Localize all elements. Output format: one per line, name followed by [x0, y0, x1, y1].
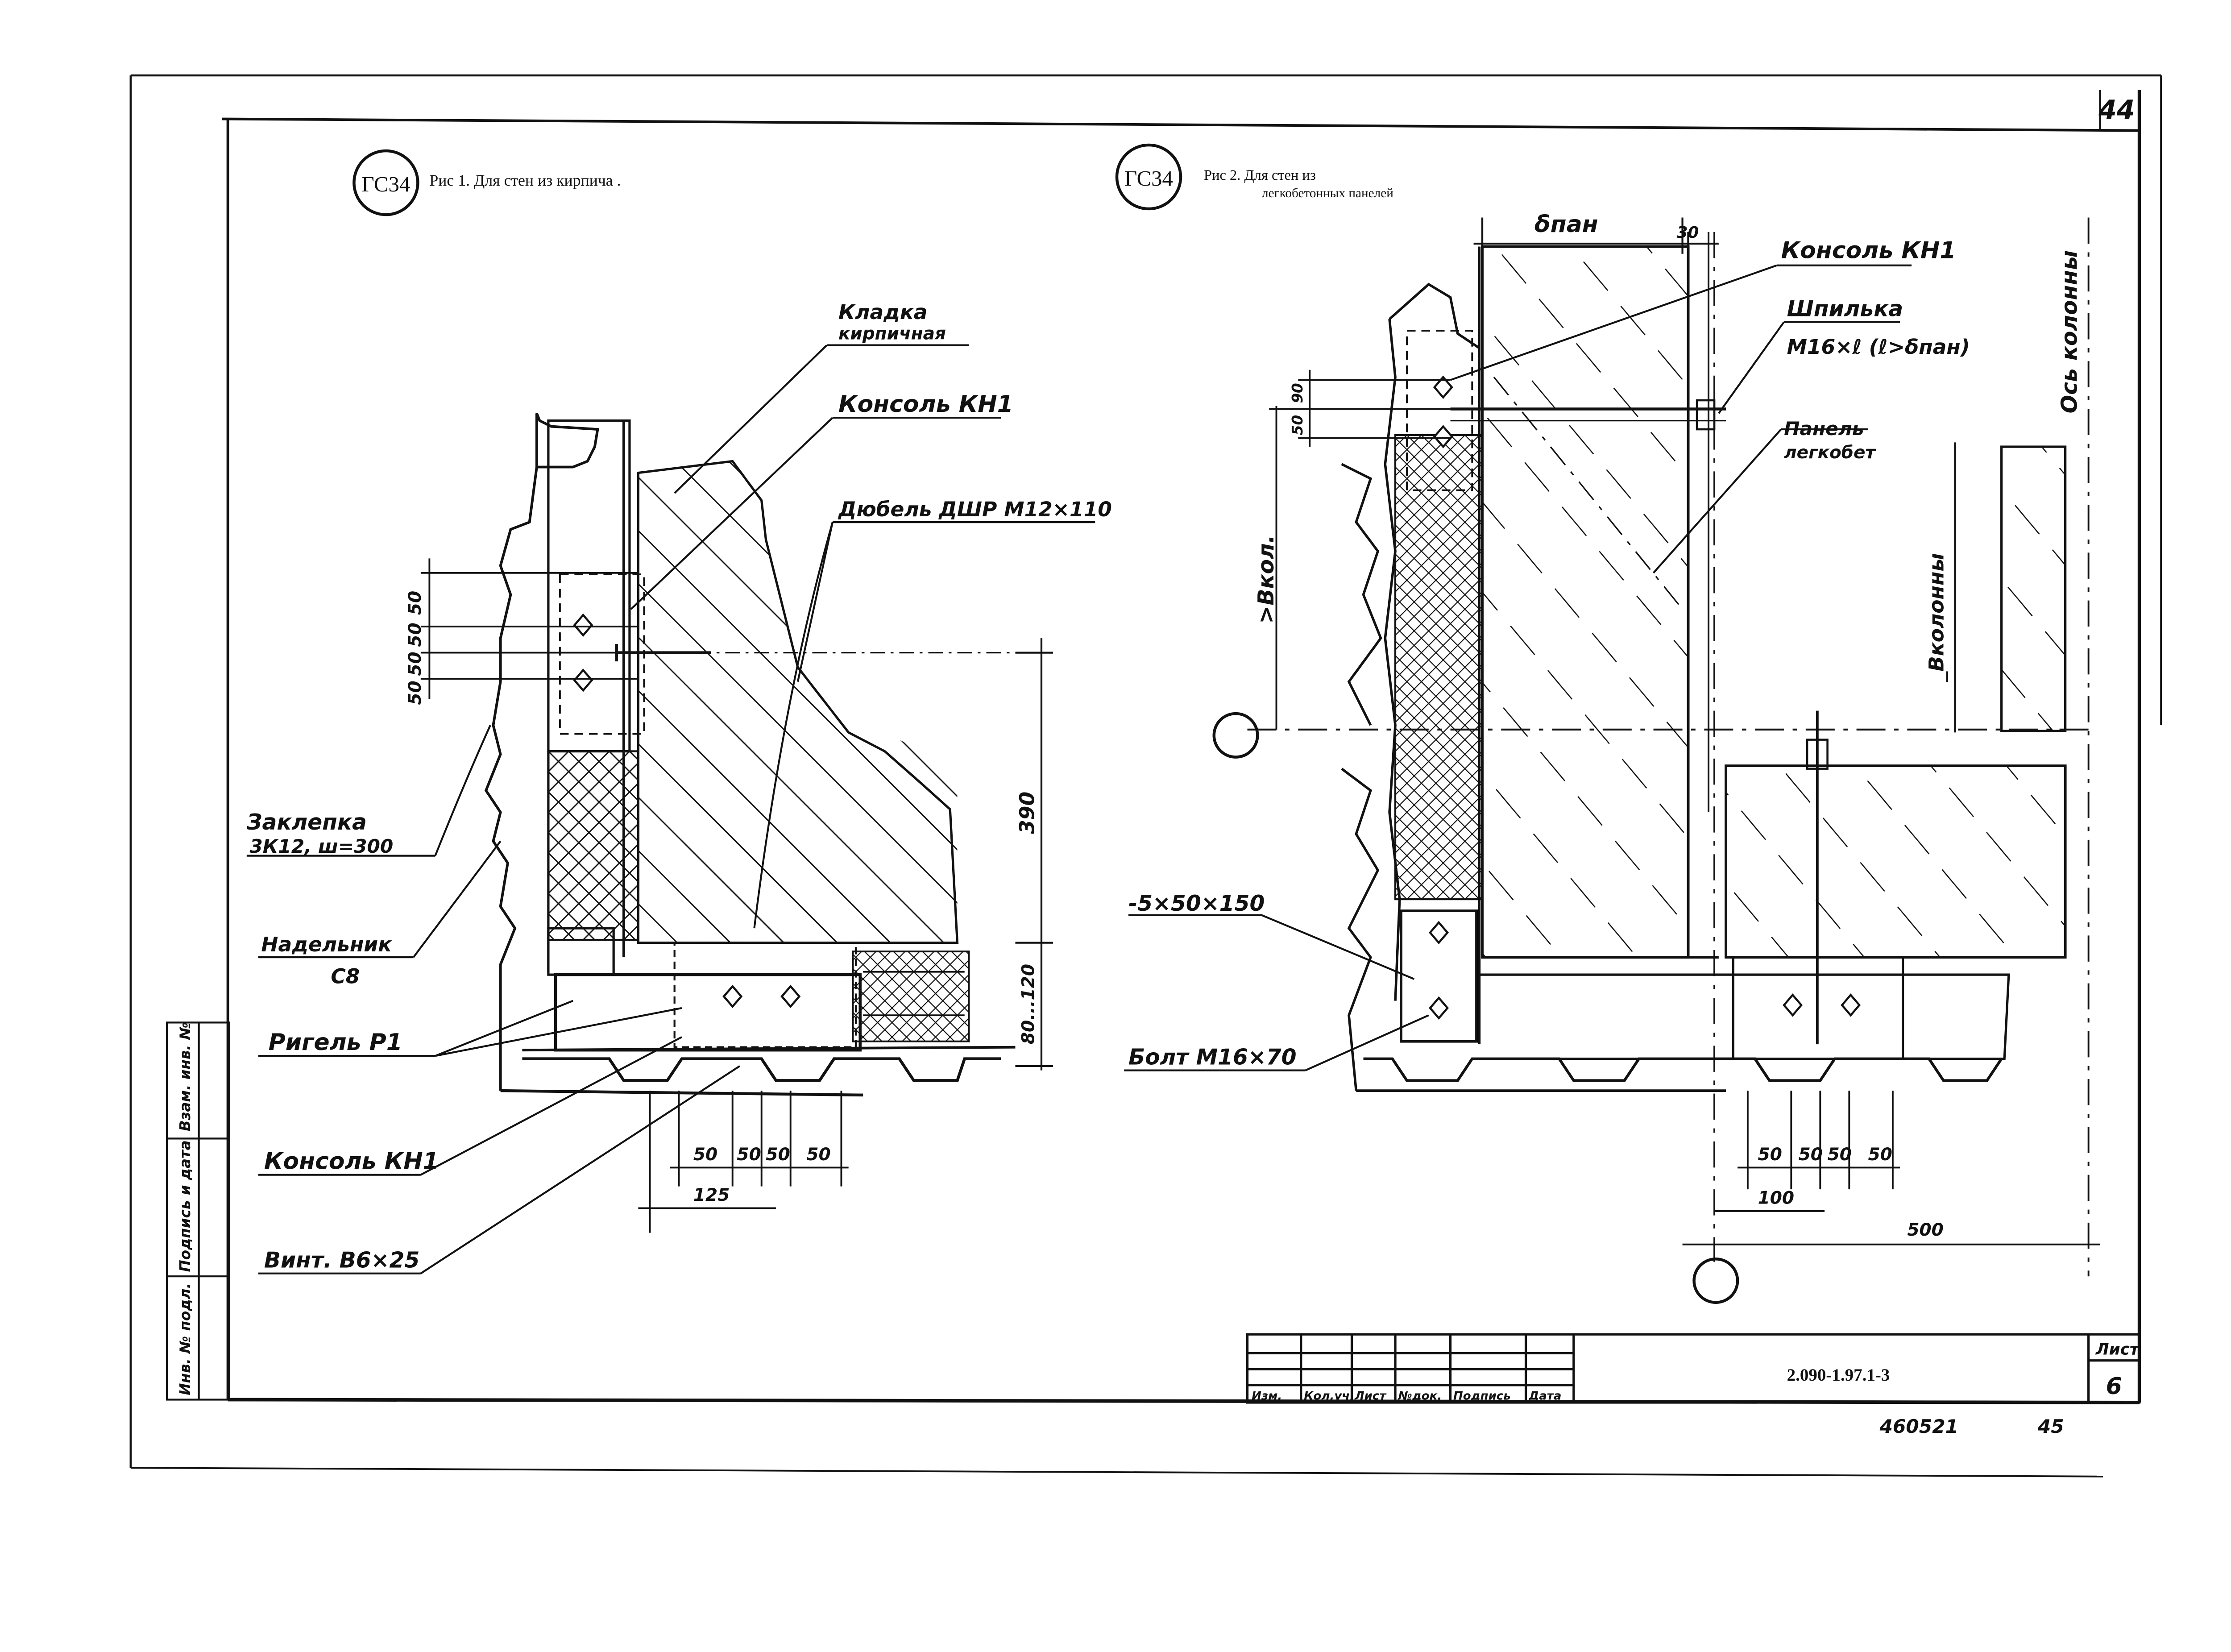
tb-col-izm: Изм.: [1252, 1389, 1282, 1403]
sheet-frame: [129, 74, 2162, 1478]
tb-col-sign: Подпись: [1453, 1389, 1511, 1403]
fig2-dim-bottom: [1682, 1091, 2100, 1245]
fig2-label-panel-2: легкобет: [1784, 443, 1876, 463]
fig1-dim-50-c: 50: [405, 652, 425, 676]
fig1-bottom-50-c: 50: [766, 1145, 790, 1165]
fig2-dim-50: 50: [1289, 415, 1306, 435]
fig1-bottom-125: 125: [693, 1185, 730, 1205]
tb-col-list: Лист: [1354, 1389, 1387, 1403]
fig1-leaders: [246, 344, 1095, 1274]
fig2-beam: [1725, 764, 2067, 959]
title-block: [1246, 1333, 2141, 1404]
fig1-deck: [522, 1057, 1001, 1082]
fig1-dim-80-120: 80...120: [1019, 964, 1039, 1044]
fig2-panel: [1481, 245, 1690, 959]
fig2-label-b-col-left: >Вкол.: [1254, 535, 1279, 624]
fig2: ГС34 Рис 2. Для стен из легкобетонных па…: [1115, 143, 2100, 1304]
fig2-label-30: 30: [1677, 224, 1699, 242]
fig2-badge: ГС34: [1124, 166, 1173, 191]
fig2-caption-2: легкобетонных панелей: [1262, 186, 1393, 200]
tb-col-kol: Кол.уч.: [1304, 1389, 1354, 1403]
strip-label-replace: Взам. инв. №: [177, 1022, 194, 1131]
fig2-label-b-col-right: _Вколонны: [1925, 553, 1949, 682]
fig1-caption: Рис 1. Для стен из кирпича .: [429, 171, 621, 189]
fig1-dim-right: [1015, 638, 1053, 1071]
fig2-label-panel-1: Панель: [1784, 418, 1864, 440]
fig1-beam: [554, 973, 862, 1052]
fig1-bottom-50-a: 50: [693, 1145, 717, 1165]
fig1-label-screw: Винт. В6×25: [264, 1248, 420, 1273]
strip-label-inv: Инв. № подл.: [177, 1283, 194, 1395]
fig2-dim-left: [1269, 369, 1451, 730]
fig1-badge: ГС34: [361, 172, 410, 196]
fig1-label-dowel: Дюбель ДШР М12×110: [838, 498, 1112, 521]
tb-sheet-label: Лист: [2095, 1341, 2140, 1359]
fig1-bottom-50-b: 50: [737, 1145, 761, 1165]
strip-label-sign: Подпись и дата: [177, 1140, 194, 1272]
fig2-badge-circle: [1115, 143, 1182, 211]
fig1: ГС34 Рис 1. Для стен из кирпича .: [246, 149, 1112, 1274]
fig1-insulation-right: [852, 951, 970, 1042]
fig2-label-plate: -5×50×150: [1128, 891, 1265, 916]
fig2-bottom-50-a: 50: [1758, 1145, 1782, 1165]
fig1-masonry-lower: [681, 693, 958, 943]
fig2-axis-bubble-bottom: [1692, 1257, 1739, 1304]
tb-code: 2.090-1.97.1-3: [1787, 1366, 1890, 1385]
fig2-bottom-50-c: 50: [1828, 1145, 1852, 1165]
fig1-label-masonry-2: кирпичная: [838, 324, 946, 344]
fig2-column: [2000, 445, 2067, 732]
fig2-steel-beam: [1479, 956, 2010, 1060]
fig1-badge-circle: [352, 149, 419, 216]
fig2-label-delta-pan: δпан: [1534, 211, 1598, 238]
fig1-label-rivet-2: 3К12, ш=300: [249, 835, 393, 857]
fig2-dim-90: 90: [1289, 383, 1306, 403]
fig2-label-bolt: Болт М16×70: [1128, 1045, 1297, 1070]
fig1-dim-50-b: 50: [405, 623, 425, 647]
left-binding-strip: [166, 1021, 230, 1401]
footer-page-ref: 45: [2037, 1415, 2064, 1437]
fig1-label-masonry-1: Кладка: [838, 300, 928, 324]
fig2-axis-bubble-left: [1212, 712, 1259, 759]
fig1-dim-50-d: 50: [405, 681, 425, 705]
fig2-wall-edge: [1341, 282, 1480, 1091]
fig1-label-sill-2: С8: [331, 965, 360, 988]
fig2-label-console: Консоль КН1: [1781, 237, 1956, 264]
fig1-label-rivet-1: Заклепка: [246, 810, 367, 835]
tb-col-doc: №док.: [1398, 1389, 1442, 1403]
fig1-bottom-50-d: 50: [806, 1145, 830, 1165]
fig1-label-console-bottom: Консоль КН1: [264, 1148, 439, 1175]
fig2-bottom-100: 100: [1758, 1188, 1794, 1208]
fig1-label-console-top: Консоль КН1: [838, 391, 1013, 418]
fig2-bottom-50-b: 50: [1799, 1145, 1823, 1165]
page-number: 44: [2098, 95, 2135, 125]
fig2-label-stud-2: М16×ℓ (ℓ>δпан): [1787, 335, 1970, 359]
fig2-plate: [1400, 909, 1478, 1043]
title-block-columns: Изм. Кол.уч. Лист №док. Подпись Дата: [1252, 1389, 1561, 1403]
fig2-caption-1: Рис 2. Для стен из: [1204, 167, 1316, 183]
fig2-fasteners: [1429, 375, 1861, 1020]
fig1-dim-left: [420, 558, 639, 699]
footer-archive-no: 460521: [1879, 1415, 1958, 1437]
fig1-dim-50-a: 50: [405, 591, 425, 615]
fig1-fasteners: [573, 613, 801, 1009]
fig1-insulation: [547, 750, 639, 941]
tb-col-date: Дата: [1528, 1389, 1561, 1403]
fig2-bottom-50-d: 50: [1868, 1145, 1892, 1165]
fig2-bottom-500: 500: [1907, 1220, 1943, 1240]
fig2-deck: [1363, 1057, 2003, 1082]
fig1-label-sill-1: Надельник: [261, 933, 392, 956]
fig1-label-beam: Ригель Р1: [269, 1029, 402, 1056]
fig1-dim-390: 390: [1016, 792, 1039, 834]
fig2-insulation: [1394, 434, 1484, 901]
fig1-console-plate: [547, 419, 631, 753]
fig2-label-stud-1: Шпилька: [1787, 297, 1903, 322]
fig2-dim-top: [1473, 217, 1719, 254]
fig2-label-column-axis: Ось колонны: [2057, 250, 2082, 413]
fig2-leaders: [1124, 264, 1912, 1071]
tb-sheet-no: 6: [2106, 1373, 2122, 1399]
